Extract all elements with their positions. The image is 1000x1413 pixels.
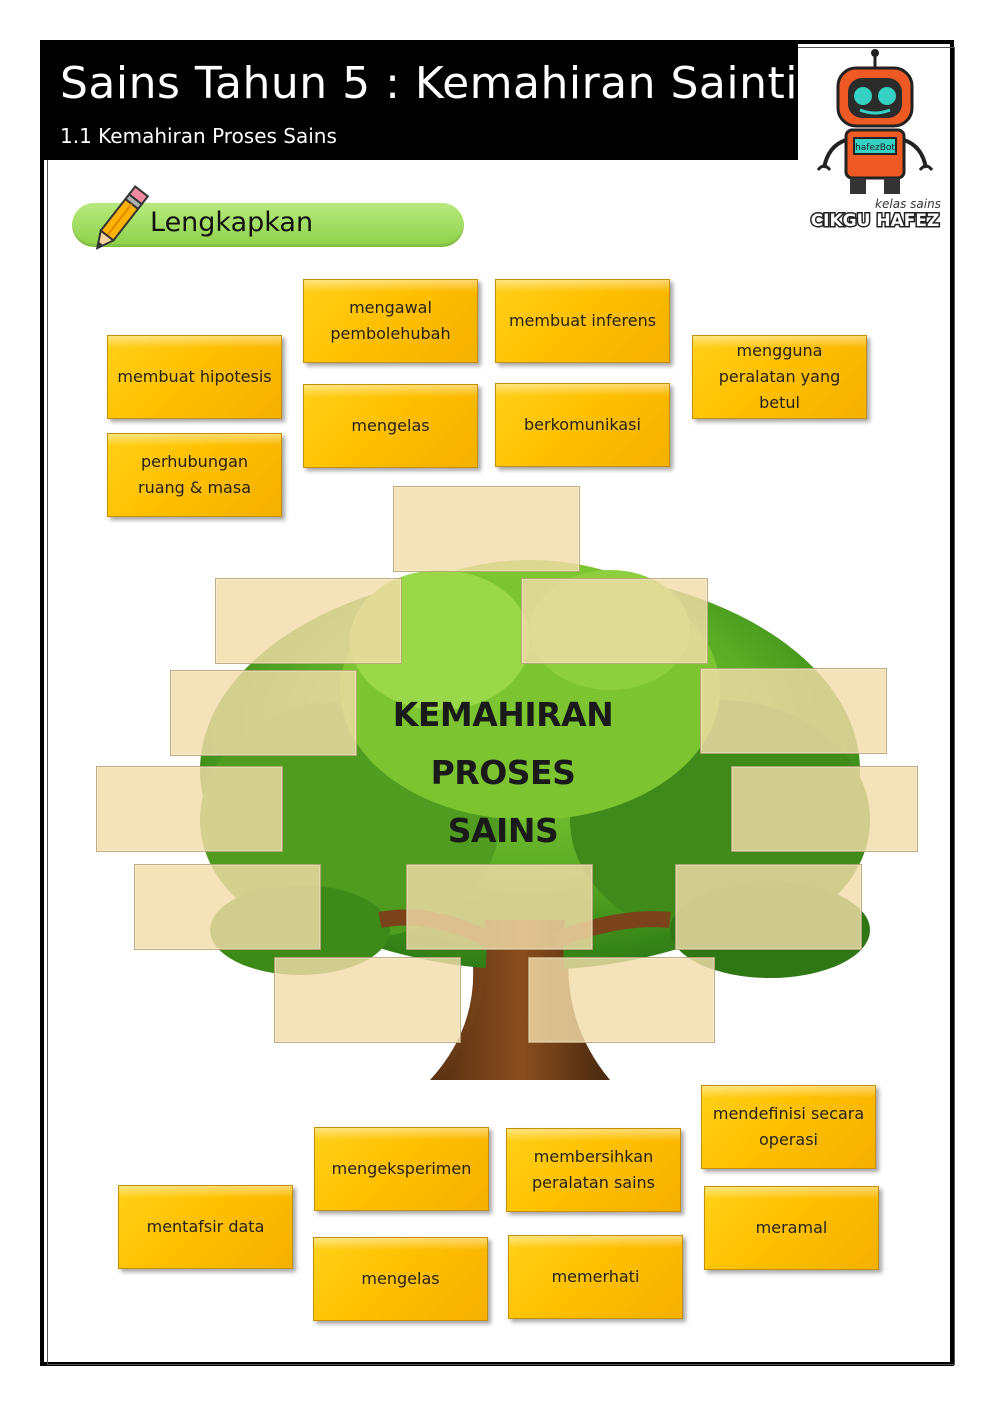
- answer-card[interactable]: membersihkan peralatan sains: [506, 1128, 681, 1212]
- header-bar: [44, 44, 798, 160]
- card-label: mengelas: [351, 416, 430, 435]
- logo-badge-text: hafezBot: [855, 143, 895, 153]
- answer-card[interactable]: perhubungan ruang & masa: [107, 433, 282, 517]
- center-title-line: PROSES: [430, 753, 576, 792]
- answer-card[interactable]: mengeksperimen: [314, 1127, 489, 1211]
- answer-card[interactable]: mentafsir data: [118, 1185, 293, 1269]
- answer-card[interactable]: mendefinisi secara operasi: [701, 1085, 876, 1169]
- answer-slot[interactable]: [170, 670, 357, 756]
- card-label: mengawal pembolehubah: [330, 298, 451, 343]
- card-label: mengeksperimen: [331, 1159, 472, 1178]
- answer-card[interactable]: meramal: [704, 1186, 879, 1270]
- answer-slot[interactable]: [215, 578, 402, 664]
- instruction-label: Lengkapkan: [150, 207, 314, 238]
- answer-slot[interactable]: [96, 766, 283, 852]
- answer-card[interactable]: mengelas: [313, 1237, 488, 1321]
- answer-slot[interactable]: [731, 766, 918, 852]
- card-label: mentafsir data: [146, 1217, 265, 1236]
- answer-slot[interactable]: [675, 864, 862, 950]
- card-label: memerhati: [551, 1267, 640, 1286]
- center-title-line: SAINS: [447, 811, 559, 850]
- card-label: perhubungan ruang & masa: [138, 452, 251, 497]
- logo-brand: CIKGU HAFEZ: [811, 211, 940, 231]
- answer-card[interactable]: mengguna peralatan yang betul: [692, 335, 867, 419]
- page-title: Sains Tahun 5 : Kemahiran Saintifik: [60, 58, 853, 109]
- answer-slot[interactable]: [406, 864, 593, 950]
- answer-slot[interactable]: [521, 578, 708, 664]
- answer-slot[interactable]: [274, 957, 461, 1043]
- answer-card[interactable]: mengawal pembolehubah: [303, 279, 478, 363]
- answer-card[interactable]: berkomunikasi: [495, 383, 670, 467]
- card-label: mendefinisi secara operasi: [712, 1104, 865, 1149]
- answer-slot[interactable]: [134, 864, 321, 950]
- center-title: KEMAHIRAN PROSES SAINS: [370, 686, 636, 860]
- card-label: mengguna peralatan yang betul: [718, 341, 841, 412]
- card-label: membuat hipotesis: [117, 367, 272, 386]
- card-label: meramal: [755, 1218, 828, 1237]
- card-label: membersihkan peralatan sains: [532, 1147, 655, 1192]
- answer-slot[interactable]: [393, 486, 580, 572]
- center-title-line: KEMAHIRAN: [392, 695, 614, 734]
- answer-card[interactable]: mengelas: [303, 384, 478, 468]
- answer-card[interactable]: membuat hipotesis: [107, 335, 282, 419]
- card-label: mengelas: [361, 1269, 440, 1288]
- logo-tagline: kelas sains: [875, 197, 941, 211]
- page-subtitle: 1.1 Kemahiran Proses Sains: [60, 124, 337, 148]
- answer-slot[interactable]: [528, 957, 715, 1043]
- robot-logo-icon: hafezBot kelas sains CIKGU HAFEZ: [809, 49, 941, 233]
- card-label: membuat inferens: [508, 311, 657, 330]
- answer-slot[interactable]: [700, 668, 887, 754]
- answer-card[interactable]: memerhati: [508, 1235, 683, 1319]
- pencil-icon: [95, 185, 150, 250]
- card-label: berkomunikasi: [524, 415, 641, 434]
- answer-card[interactable]: membuat inferens: [495, 279, 670, 363]
